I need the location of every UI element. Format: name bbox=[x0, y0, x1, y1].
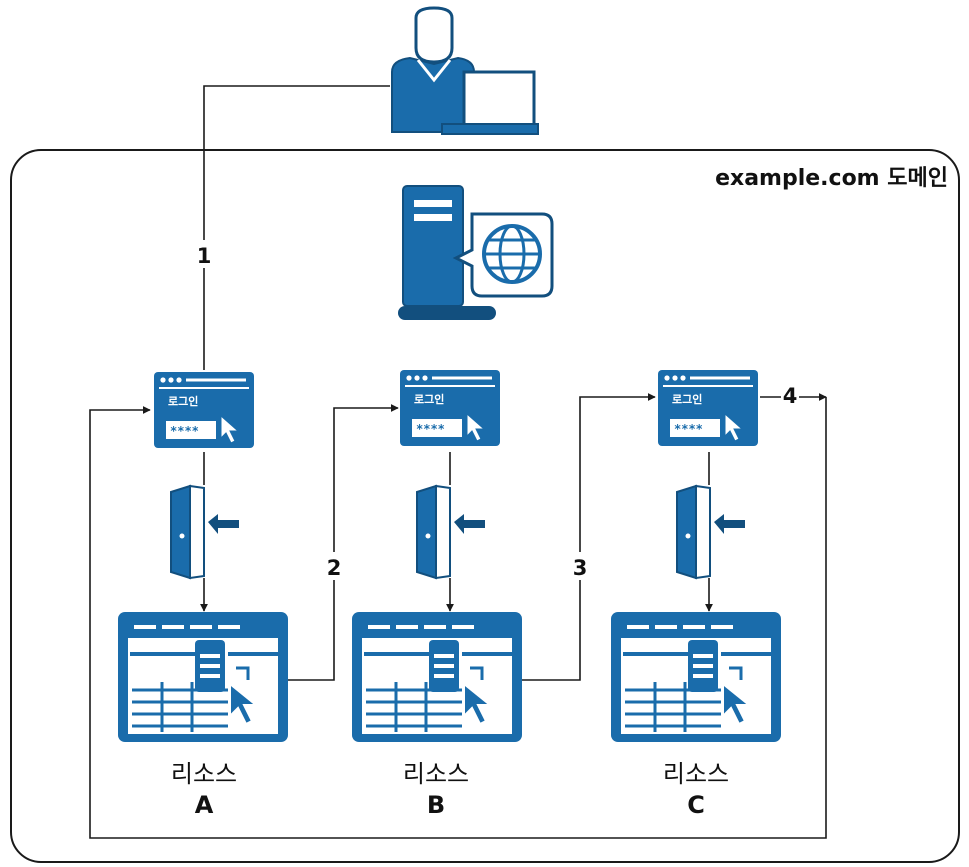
login-window-a: 로그인 **** bbox=[153, 371, 255, 449]
connector-user-login-a bbox=[203, 85, 390, 370]
resource-a-label: 리소스 bbox=[171, 760, 237, 788]
password-mask: **** bbox=[674, 422, 703, 436]
step-1-label: 1 bbox=[197, 244, 212, 268]
password-mask: **** bbox=[416, 422, 445, 436]
domain-label: example.com 도메인 bbox=[715, 166, 948, 191]
resource-c-id: C bbox=[687, 791, 705, 819]
resource-a-id: A bbox=[195, 791, 214, 819]
login-label: 로그인 bbox=[168, 394, 198, 408]
connector-step-2 bbox=[288, 404, 399, 681]
step-4-label: 4 bbox=[783, 384, 798, 408]
login-label: 로그인 bbox=[414, 392, 444, 406]
login-window-b: 로그인 **** bbox=[399, 369, 501, 447]
globe-icon bbox=[452, 212, 554, 298]
door-icon bbox=[170, 485, 240, 579]
resource-app-b-icon bbox=[350, 610, 524, 744]
step-3-label: 3 bbox=[573, 556, 588, 580]
step-2-label: 2 bbox=[327, 556, 342, 580]
password-mask: **** bbox=[170, 424, 199, 438]
laptop-icon bbox=[441, 70, 539, 135]
door-icon bbox=[416, 485, 486, 579]
resource-app-c-icon bbox=[609, 610, 783, 744]
resource-b-label: 리소스 bbox=[403, 760, 469, 788]
connector-step-3 bbox=[522, 393, 656, 681]
domain-boundary bbox=[10, 149, 960, 863]
resource-b-id: B bbox=[427, 791, 445, 819]
door-icon bbox=[676, 485, 746, 579]
resource-app-a-icon bbox=[116, 610, 290, 744]
user-icon bbox=[391, 6, 475, 133]
login-label: 로그인 bbox=[672, 392, 702, 406]
login-window-c: 로그인 **** bbox=[657, 369, 759, 447]
server-icon bbox=[398, 185, 496, 320]
connector-return-loop bbox=[89, 397, 827, 839]
resource-c-label: 리소스 bbox=[663, 760, 729, 788]
